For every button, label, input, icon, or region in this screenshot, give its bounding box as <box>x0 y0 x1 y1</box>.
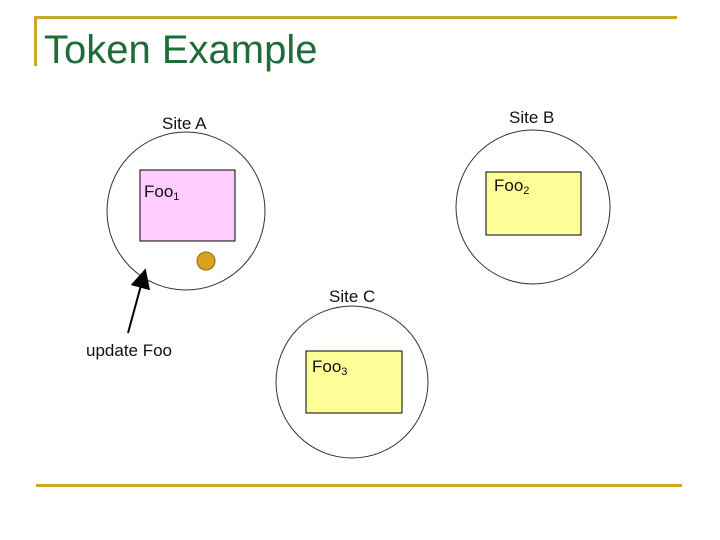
foo1-name: Foo <box>144 182 174 201</box>
foo2-subscript: 2 <box>523 185 530 197</box>
foo1-subscript: 1 <box>173 191 180 203</box>
token-circle <box>196 251 216 271</box>
frame-left-line <box>34 16 37 66</box>
foo3-subscript: 3 <box>341 366 348 378</box>
site-a-label: Site A <box>162 114 207 133</box>
foo2-box <box>485 171 582 236</box>
foo3-box <box>305 350 403 414</box>
foo3-label: Foo3 <box>312 357 348 378</box>
site-c-label: Site C <box>329 287 376 306</box>
update-foo-label: update Foo <box>86 341 173 360</box>
foo2-label: Foo2 <box>494 176 530 197</box>
site-b-label: Site B <box>509 108 555 127</box>
site-a-circle <box>106 131 266 291</box>
foo3-name: Foo <box>312 357 342 376</box>
frame-top-line <box>34 16 677 19</box>
site-b-circle <box>455 129 611 285</box>
foo2-name: Foo <box>494 176 524 195</box>
update-arrow <box>127 268 151 334</box>
frame-bottom-line <box>36 484 682 487</box>
site-c-circle <box>275 305 429 459</box>
slide-title: Token Example <box>44 28 318 72</box>
foo1-box <box>139 169 236 242</box>
foo1-label: Foo1 <box>144 182 180 203</box>
